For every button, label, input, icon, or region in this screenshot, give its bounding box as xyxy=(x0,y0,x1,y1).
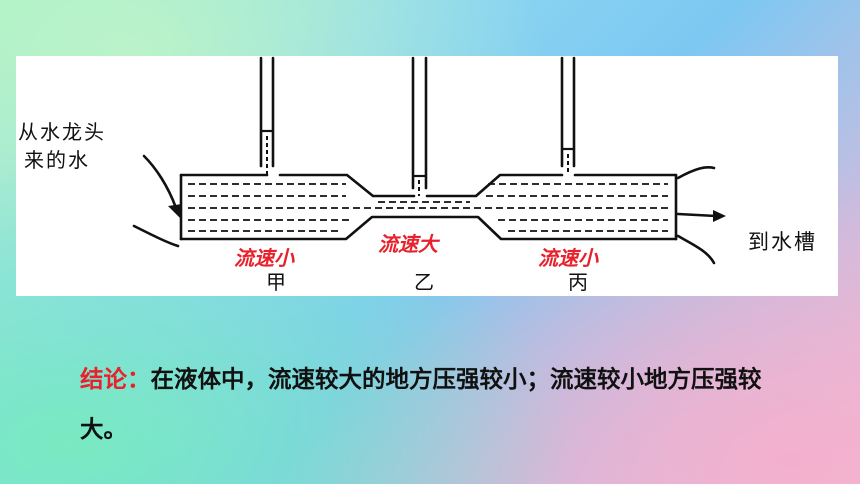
vertical-tube-jia xyxy=(259,56,275,168)
position-label-jia: 甲 xyxy=(266,270,286,294)
position-label-yi: 乙 xyxy=(414,270,434,294)
inlet-arrow-top xyxy=(142,154,178,210)
source-label-line2: 来的水 xyxy=(24,148,90,172)
source-label: 从水龙头 来的水 xyxy=(18,118,106,174)
source-label-line1: 从水龙头 xyxy=(18,120,106,144)
speed-label-bing: 流速小 xyxy=(538,246,598,270)
venturi-tube-figure: 从水龙头 来的水 到水槽 流速小 流速大 流速小 甲 乙 丙 xyxy=(16,56,838,296)
conclusion-text: 结论：在液体中，流速较大的地方压强较小；流速较小地方压强较大。 xyxy=(80,354,800,454)
outlet-arrowhead xyxy=(713,210,726,222)
destination-label: 到水槽 xyxy=(748,230,817,254)
venturi-tube-drawing xyxy=(132,56,726,265)
speed-label-jia: 流速小 xyxy=(234,246,294,270)
inlet-arrowhead xyxy=(168,204,182,218)
position-label-bing: 丙 xyxy=(568,270,588,294)
conclusion-label: 结论： xyxy=(80,365,151,393)
outlet-arrow-line xyxy=(676,212,718,218)
outlet-curve-bottom xyxy=(676,234,716,265)
water-dashes xyxy=(188,183,668,232)
inlet-arrow-bottom xyxy=(132,224,180,248)
tube-top-wall xyxy=(179,173,678,198)
vertical-tube-yi xyxy=(411,56,428,190)
speed-label-yi: 流速大 xyxy=(378,232,438,256)
tube-bottom-wall xyxy=(179,215,678,241)
conclusion-body: 在液体中，流速较大的地方压强较小；流速较小地方压强较大。 xyxy=(80,365,762,443)
outlet-curve-top xyxy=(676,166,716,180)
